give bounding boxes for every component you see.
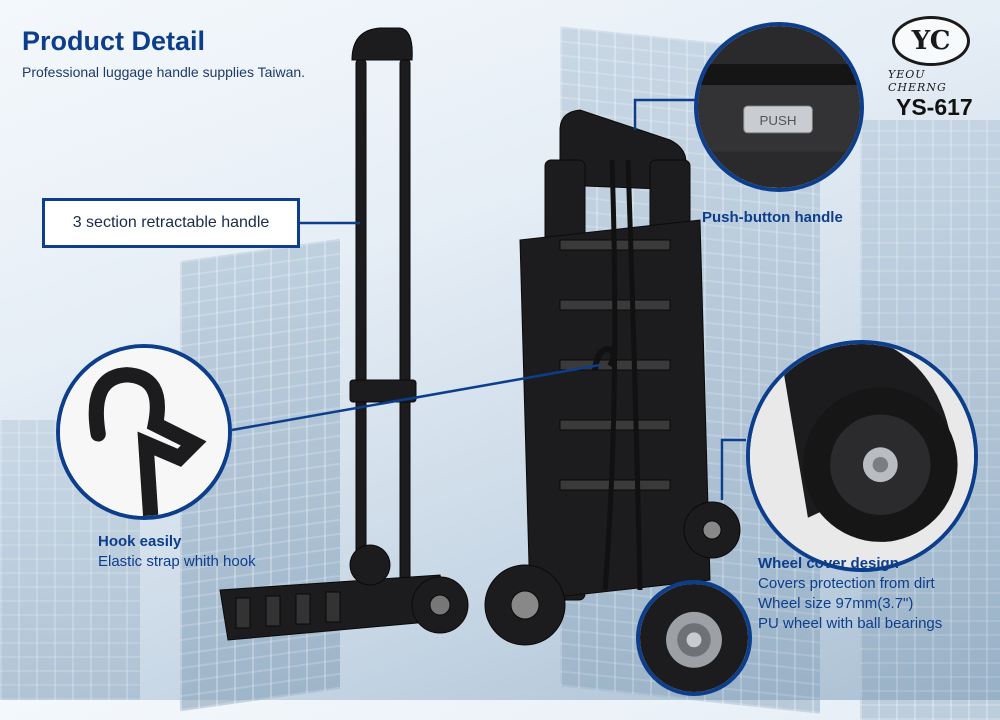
logo-letters: YC bbox=[911, 26, 951, 56]
push-button-heading: Push-button handle bbox=[702, 209, 843, 226]
wheel-feature: Wheel cover design Covers protection fro… bbox=[758, 554, 942, 634]
brand-name: YEOU CHERNG bbox=[888, 68, 947, 94]
wheel-line-1: Covers protection from dirt bbox=[758, 575, 935, 592]
push-button-text: PUSH bbox=[760, 113, 797, 128]
hook-heading: Hook easily bbox=[98, 533, 182, 550]
wheel-line-3: PU wheel with ball bearings bbox=[758, 615, 943, 632]
hook-detail: Elastic strap whith hook bbox=[98, 553, 256, 570]
wheel-cover-closeup bbox=[746, 340, 978, 572]
wheel-line-2: Wheel size 97mm(3.7") bbox=[758, 595, 914, 612]
page-subtitle: Professional luggage handle supplies Tai… bbox=[22, 64, 306, 80]
brand-logo: YC YEOU CHERNG bbox=[888, 16, 988, 94]
wheel-heading: Wheel cover design bbox=[758, 555, 899, 572]
hook-closeup bbox=[56, 344, 232, 520]
push-button-icon: PUSH bbox=[698, 26, 860, 188]
bearing-closeup bbox=[636, 580, 752, 696]
push-button-closeup: PUSH bbox=[694, 22, 864, 192]
handle-label: 3 section retractable handle bbox=[72, 214, 270, 231]
hook-icon bbox=[60, 348, 228, 516]
bearing-icon bbox=[640, 584, 748, 692]
hook-feature: Hook easily Elastic strap whith hook bbox=[98, 532, 256, 572]
page-title: Product Detail bbox=[22, 26, 206, 56]
logo-emblem-icon: YC bbox=[892, 16, 970, 66]
wheel-icon bbox=[750, 344, 974, 568]
handle-callout: 3 section retractable handle bbox=[42, 198, 300, 248]
model-number: YS-617 bbox=[896, 94, 973, 120]
